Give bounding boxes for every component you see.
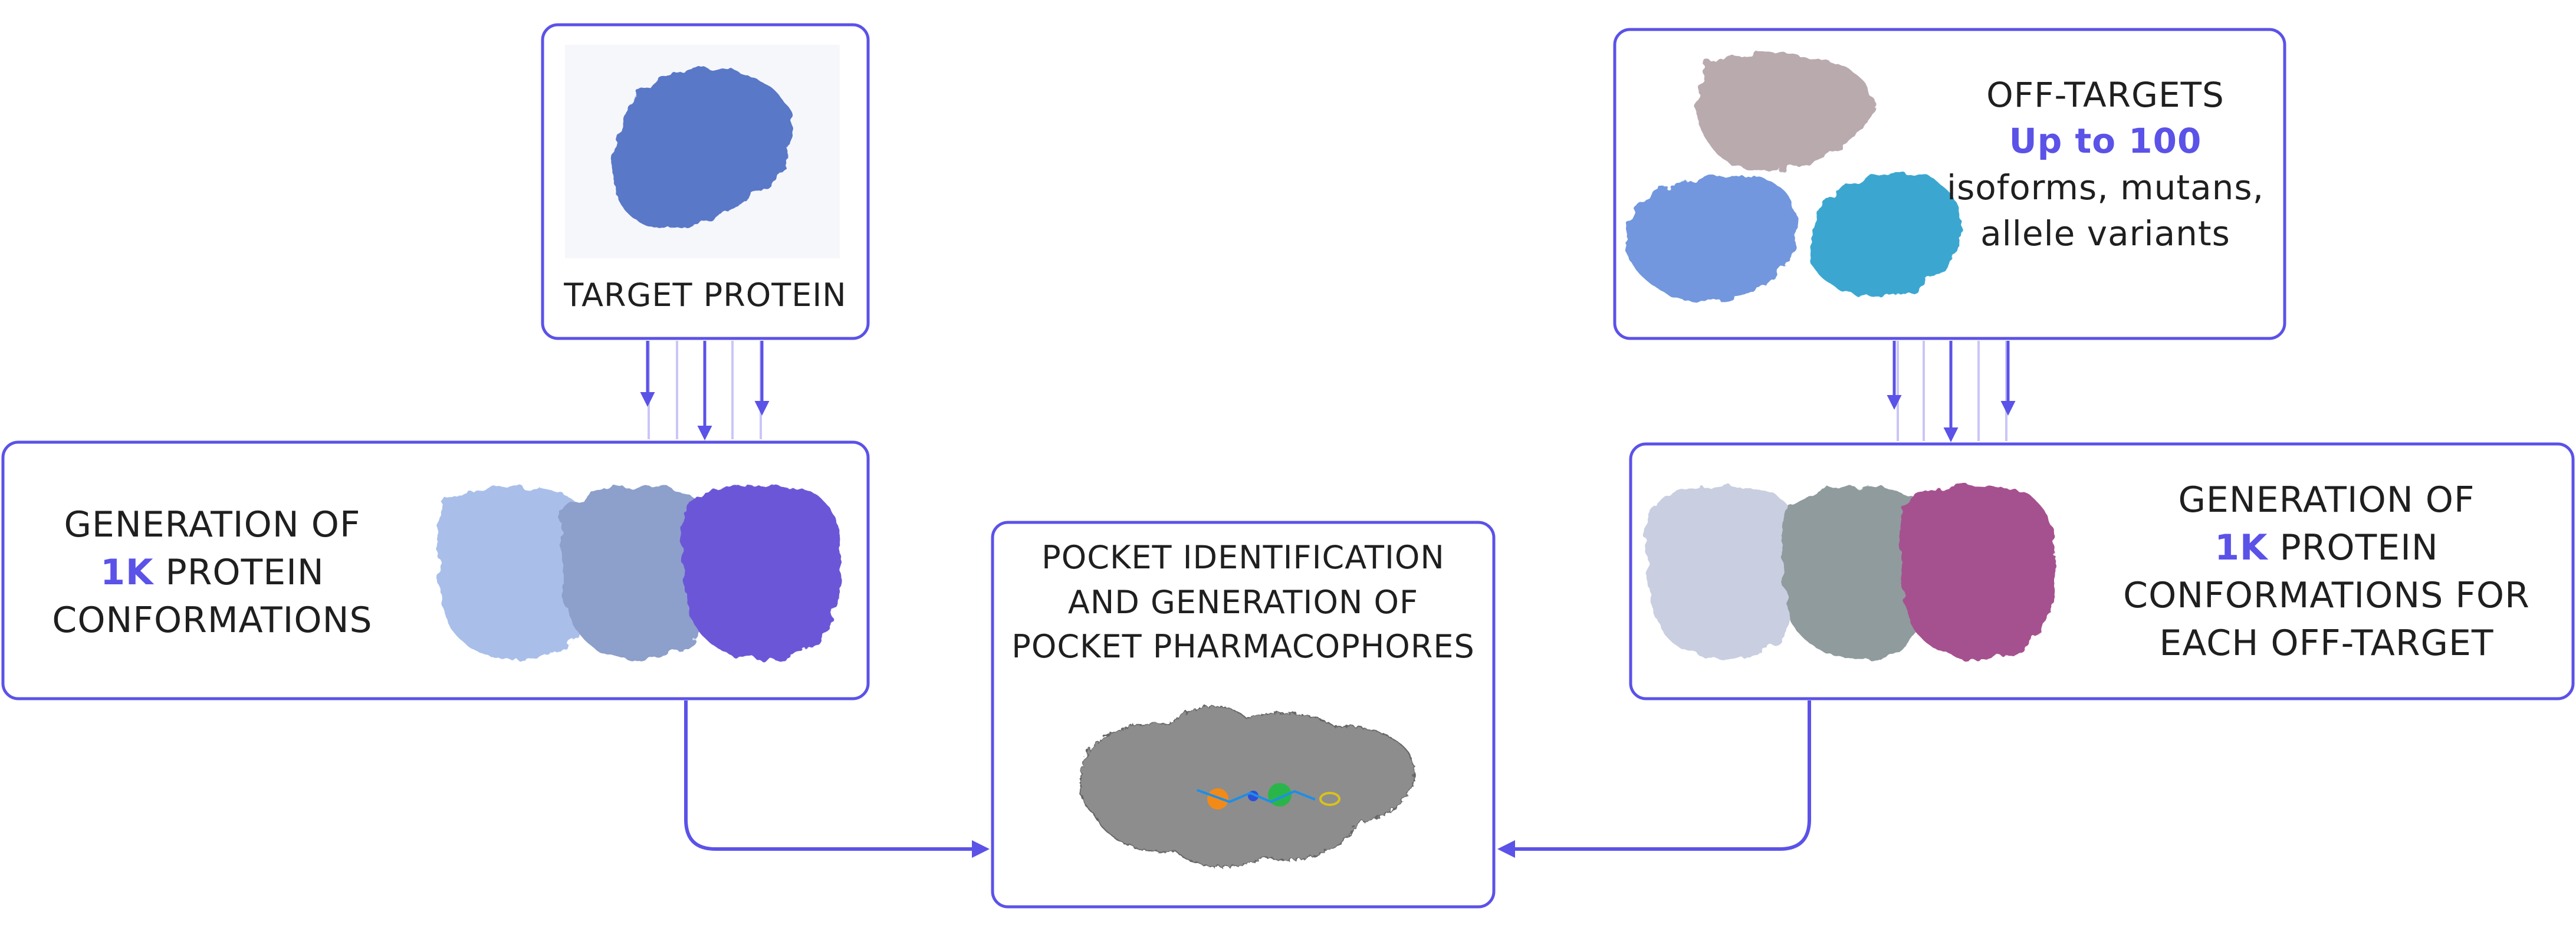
off-target-protein-cyan-icon (1807, 172, 1962, 298)
generation-target-count: 1K (100, 552, 154, 593)
pharmacophore-yellow-icon (1319, 792, 1340, 806)
conformation-3-icon (682, 485, 841, 660)
generation-offtarget-line3: CONFORMATIONS FOR (2123, 575, 2530, 616)
offtarget-connectors (1887, 341, 2016, 442)
target-protein-image (565, 45, 840, 258)
generation-offtarget-line1: GENERATION OF (2178, 479, 2475, 521)
off-targets-text: OFF-TARGETS Up to 100 isoforms, mutans, … (1946, 72, 2265, 256)
off-targets-desc-line2: allele variants (1980, 213, 2230, 254)
offtarget-conformations (1646, 485, 2056, 660)
arrow-offtarget-to-pocket (1497, 700, 1811, 858)
pocket-pharmacophore-image (1078, 704, 1414, 867)
pocket-line3: POCKET PHARMACOPHORES (1011, 628, 1475, 666)
pocket-line2: AND GENERATION OF (1067, 583, 1419, 621)
generation-target-line1: GENERATION OF (64, 504, 361, 545)
protein-structure-icon (613, 68, 794, 229)
generation-offtarget-line2: 1K PROTEIN (2088, 524, 2565, 572)
conformation-2-icon (561, 486, 714, 660)
off-targets-count: Up to 100 (2009, 121, 2202, 162)
generation-target-text: GENERATION OF 1K PROTEIN CONFORMATIONS (18, 501, 407, 644)
arrow-target-to-pocket (684, 700, 990, 858)
off-target-proteins (1625, 52, 1962, 301)
offtarget-conformation-1-icon (1646, 486, 1802, 660)
generation-target-line2-rest: PROTEIN (153, 552, 324, 593)
target-connectors (640, 341, 770, 440)
generation-offtarget-count: 1K (2214, 527, 2268, 568)
generation-offtarget-line4: EACH OFF-TARGET (2159, 623, 2494, 664)
off-target-protein-taupe-icon (1698, 52, 1874, 171)
pocket-line1: POCKET IDENTIFICATION (1041, 539, 1445, 576)
offtarget-conformation-2-icon (1782, 486, 1935, 660)
target-conformations (437, 485, 841, 660)
pocket-text: POCKET IDENTIFICATION AND GENERATION OF … (997, 535, 1490, 669)
target-protein-label: TARGET PROTEIN (564, 277, 847, 314)
pocket-pharmacophore-icon (1078, 704, 1414, 867)
off-target-protein-blue-icon (1625, 175, 1798, 301)
off-targets-title: OFF-TARGETS (1986, 75, 2225, 115)
generation-offtarget-line2-rest: PROTEIN (2268, 527, 2439, 568)
generation-target-line3: CONFORMATIONS (52, 600, 373, 641)
offtarget-conformation-3-icon (1900, 485, 2056, 660)
off-targets-desc-line1: isoforms, mutans, (1946, 167, 2265, 208)
conformation-1-icon (437, 486, 593, 660)
ligand-bonds-icon (1197, 789, 1316, 804)
generation-offtarget-text: GENERATION OF 1K PROTEIN CONFORMATIONS F… (2088, 476, 2565, 667)
pharmacophore-orange-icon (1207, 788, 1228, 810)
generation-target-line2: 1K PROTEIN (18, 549, 407, 597)
